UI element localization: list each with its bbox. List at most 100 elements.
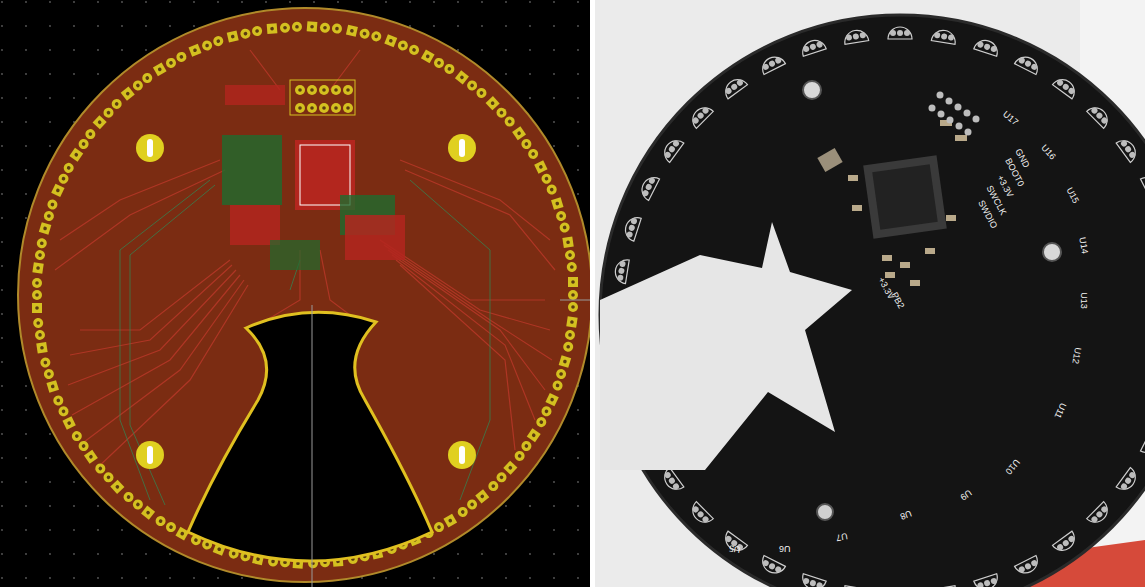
drill <box>180 531 185 536</box>
led-outline <box>688 103 713 128</box>
pad <box>519 137 533 151</box>
led-footprint <box>800 574 827 587</box>
drill <box>335 27 339 31</box>
pad <box>295 103 305 113</box>
footprint <box>563 316 578 352</box>
pad <box>320 22 331 33</box>
led-outline <box>759 53 786 75</box>
led-footprint <box>1140 430 1145 457</box>
drill <box>388 38 393 43</box>
part-reference: U14 <box>1077 236 1089 254</box>
pad <box>292 21 303 32</box>
pad <box>558 221 570 233</box>
pad <box>619 261 626 268</box>
pad <box>432 520 446 534</box>
drill <box>35 281 39 285</box>
footprint <box>307 21 343 34</box>
pad <box>973 116 980 123</box>
footprint <box>33 317 48 353</box>
pad <box>563 341 574 352</box>
footprint <box>486 96 517 128</box>
drill <box>322 88 326 92</box>
pad <box>307 103 317 113</box>
led-footprint <box>660 136 684 162</box>
pad <box>359 28 371 40</box>
pad <box>990 577 998 585</box>
drill <box>566 240 570 244</box>
drill <box>460 509 465 514</box>
pad <box>956 123 963 130</box>
square-pad <box>486 96 500 110</box>
square-pad <box>69 148 83 162</box>
pad <box>948 34 955 41</box>
pad <box>929 105 936 112</box>
drill <box>158 519 163 524</box>
drill <box>56 398 61 403</box>
pad <box>331 85 341 95</box>
footprint <box>121 490 155 520</box>
pad <box>57 405 70 418</box>
footprint <box>93 97 124 129</box>
drill <box>425 54 430 59</box>
pad <box>964 110 971 117</box>
drill <box>40 241 44 245</box>
pad <box>983 579 991 587</box>
pad <box>154 514 168 528</box>
led-footprint <box>931 586 957 587</box>
led-outline <box>843 586 869 587</box>
led-footprint <box>1053 75 1079 99</box>
square-pad <box>84 450 98 464</box>
footprint <box>562 237 577 273</box>
pad <box>474 86 488 100</box>
square-pad <box>346 25 358 37</box>
drill <box>35 306 39 310</box>
pad <box>443 62 457 76</box>
pad <box>1120 482 1128 490</box>
drill <box>135 83 140 88</box>
pad <box>859 32 866 39</box>
board-cutout <box>188 312 432 561</box>
drill <box>322 106 326 110</box>
part-reference: U6 <box>779 544 791 553</box>
led-outline <box>721 75 747 99</box>
pad <box>564 249 575 260</box>
part-reference: U7 <box>836 531 849 542</box>
drill <box>81 141 86 146</box>
pad <box>701 106 709 114</box>
footprint <box>346 25 382 43</box>
pad <box>724 535 732 543</box>
pad <box>626 231 634 239</box>
drill <box>146 510 151 515</box>
square-pad <box>534 160 547 173</box>
footprint <box>154 514 189 540</box>
footprint <box>93 461 124 493</box>
drill <box>539 420 544 425</box>
led-outline <box>1087 103 1112 128</box>
pad <box>513 449 527 463</box>
pad <box>977 41 985 49</box>
drill <box>157 67 162 72</box>
pad <box>46 198 58 210</box>
square-pad <box>46 380 58 392</box>
led-footprint <box>843 29 869 45</box>
drill <box>507 119 512 124</box>
led-outline <box>688 502 713 527</box>
footprint <box>534 160 558 196</box>
square-pad <box>566 316 577 327</box>
drill <box>447 66 452 71</box>
led-outline <box>638 174 660 201</box>
led-outline <box>1087 502 1112 527</box>
square-pad <box>545 393 558 406</box>
drill <box>437 525 442 530</box>
pad <box>465 78 479 92</box>
drill <box>531 151 536 156</box>
led-footprint <box>688 502 713 527</box>
drill <box>298 106 302 110</box>
pad <box>566 261 577 272</box>
pad <box>526 147 540 161</box>
footprint <box>69 127 97 162</box>
pad <box>295 85 305 95</box>
pad <box>1090 515 1098 523</box>
drill <box>38 333 42 337</box>
